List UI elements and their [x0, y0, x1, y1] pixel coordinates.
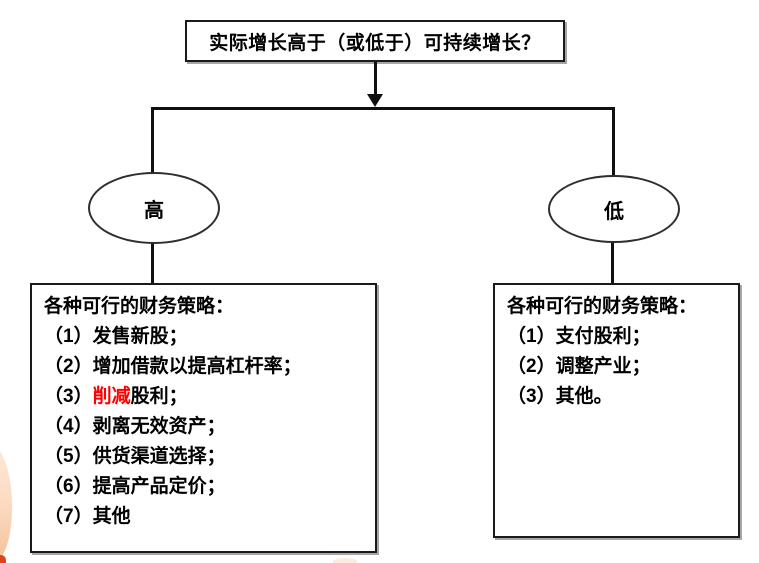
watermark-smudge — [333, 558, 357, 563]
list-item: （2）调整产业； — [507, 356, 651, 377]
high-strategies-box: 各种可行的财务策略： （1）发售新股； （2）增加借款以提高杠杆率； （3）削减… — [30, 283, 377, 553]
list-item: （1）发售新股； — [44, 326, 188, 347]
list-item: （5）供货渠道选择； — [44, 446, 226, 467]
list-item: （6）提高产品定价； — [44, 476, 226, 497]
box-title: 各种可行的财务策略： — [507, 296, 698, 317]
connector-left-link — [151, 243, 154, 284]
list-item: （2）增加借款以提高杠杆率； — [44, 356, 302, 377]
connector-right-link — [611, 242, 614, 284]
connector-stem — [374, 62, 377, 95]
list-item: （4）剥离无效资产； — [44, 416, 226, 437]
question-box: 实际增长高于（或低于）可持续增长？ — [185, 20, 565, 62]
list-item: （3）削减股利； — [44, 386, 188, 407]
question-text: 实际增长高于（或低于）可持续增长？ — [209, 32, 541, 54]
list-item: （3）其他。 — [507, 386, 613, 407]
high-node-label: 高 — [144, 199, 164, 222]
watermark-petal — [0, 443, 12, 559]
connector-branch-bar — [151, 107, 615, 110]
arrow-down-icon — [367, 94, 383, 107]
highlighted-text: 削减 — [92, 386, 131, 407]
low-node: 低 — [548, 175, 680, 243]
connector-right-drop — [612, 107, 615, 176]
box-title: 各种可行的财务策略： — [44, 296, 235, 317]
watermark-petal-tip — [0, 555, 6, 563]
list-item: （1）支付股利； — [507, 326, 651, 347]
low-node-label: 低 — [604, 200, 624, 223]
connector-left-drop — [151, 107, 154, 173]
list-item: （7）其他 — [44, 506, 131, 527]
low-strategies-box: 各种可行的财务策略： （1）支付股利； （2）调整产业； （3）其他。 — [493, 283, 740, 538]
high-node: 高 — [88, 172, 220, 244]
